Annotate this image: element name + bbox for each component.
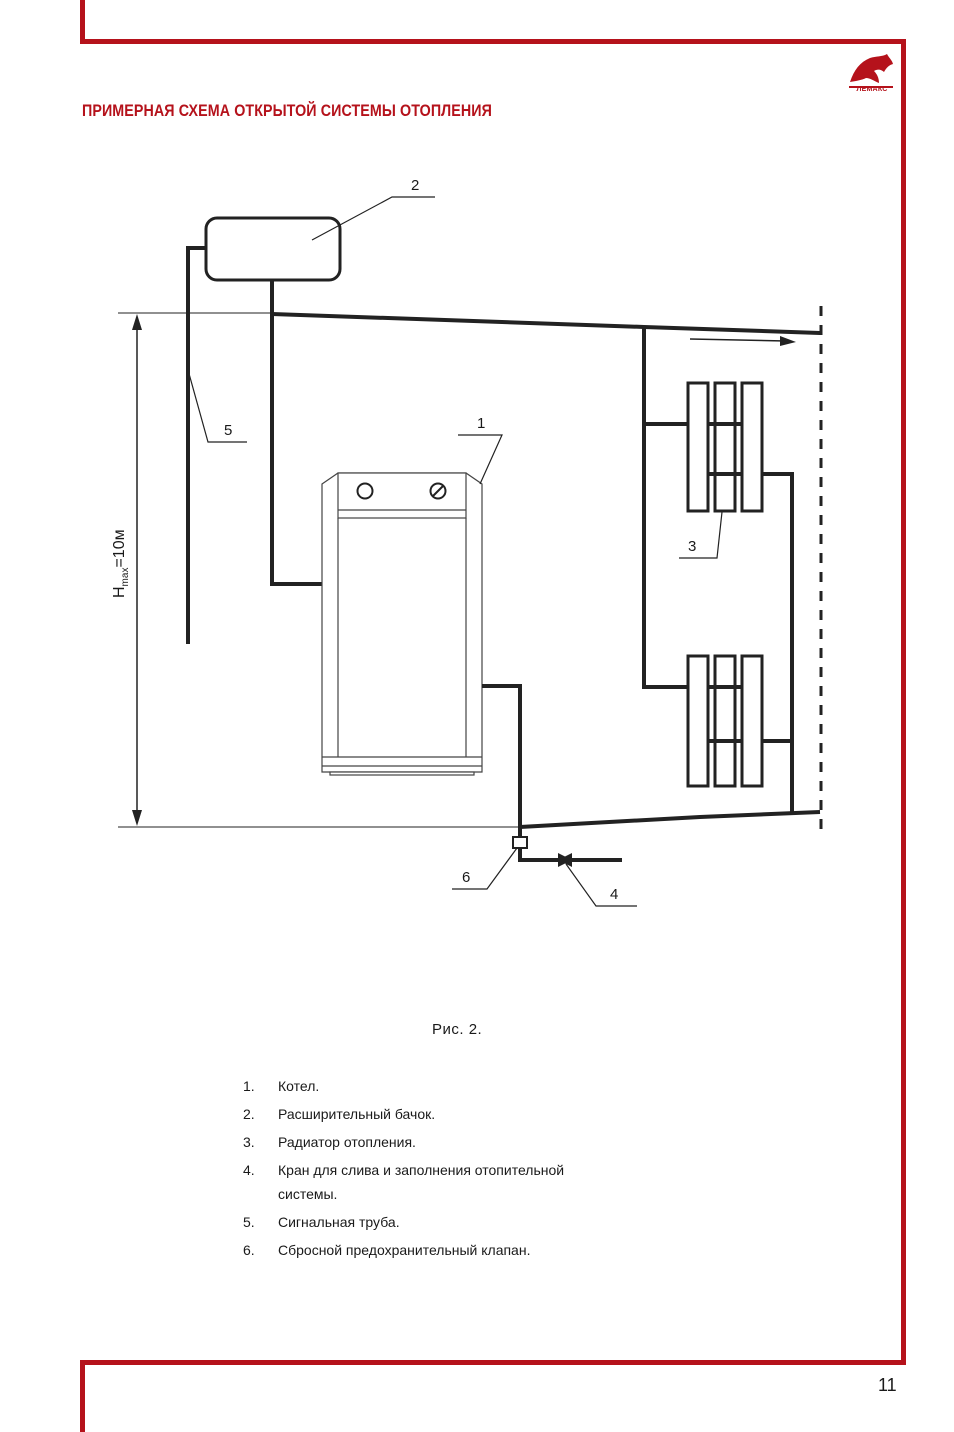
height-label-h: H xyxy=(111,586,128,598)
list-item-text: Котел. xyxy=(278,1078,320,1094)
list-item-text: Расширительный бачок. xyxy=(278,1106,436,1122)
callout-leader-1 xyxy=(458,434,503,485)
list-item-number: 3. xyxy=(243,1134,255,1150)
frame-top-horizontal xyxy=(80,39,906,44)
callout-label-3: 3 xyxy=(688,538,696,555)
boiler-gauge-left xyxy=(356,482,374,500)
svg-text:Hmax=10м: Hmax=10м xyxy=(111,529,131,598)
lemax-logo-icon xyxy=(849,54,893,88)
boiler xyxy=(321,472,483,776)
return-riser xyxy=(762,472,794,812)
signal-pipe xyxy=(186,246,206,644)
callout-leader-2 xyxy=(311,196,435,241)
page-title: ПРИМЕРНАЯ СХЕМА ОТКРЫТОЙ СИСТЕМЫ ОТОПЛЕН… xyxy=(82,101,492,120)
list-item-text: Сбросной предохранительный клапан. xyxy=(278,1242,531,1258)
callout-leader-6 xyxy=(452,847,518,890)
expansion-tank xyxy=(204,216,342,282)
callout-label-6: 6 xyxy=(462,869,470,886)
list-item: 3. Радиатор отопления. xyxy=(240,1130,660,1154)
callout-leader-4 xyxy=(565,863,637,907)
height-arrow-top xyxy=(132,314,142,330)
drain-pipe xyxy=(518,848,622,862)
height-label-sub: max xyxy=(120,568,131,587)
boiler-return-pipe xyxy=(482,684,522,840)
legend-list: 1. Котел. 2. Расширительный бачок. 3. Радиа… xyxy=(240,1074,660,1266)
list-item: 2. Расширительный бачок. xyxy=(240,1102,660,1126)
list-item-number: 2. xyxy=(243,1106,255,1122)
logo-text: ЛЕМАКС xyxy=(856,86,888,93)
list-item-number: 4. xyxy=(243,1162,255,1178)
page-number: 11 xyxy=(878,1375,897,1395)
callout-label-2: 2 xyxy=(411,177,419,194)
figure-caption: Рис. 2. xyxy=(432,1021,483,1038)
list-item-text: Сигнальная труба. xyxy=(278,1214,400,1230)
height-label: Hmax=10м xyxy=(111,529,131,598)
height-label-value: =10м xyxy=(111,529,128,567)
list-item-number: 5. xyxy=(243,1214,255,1230)
list-item-number: 6. xyxy=(243,1242,255,1258)
main-return-pipe xyxy=(519,810,821,829)
list-item: 4. Кран для слива и заполнения отопительн… xyxy=(240,1158,568,1206)
flow-arrow-head xyxy=(780,336,796,346)
callout-leader-5 xyxy=(187,369,247,443)
callout-label-4: 4 xyxy=(610,886,618,903)
list-item: 1. Котел. xyxy=(240,1074,660,1098)
frame-top-left-vertical xyxy=(80,0,85,44)
frame-bottom-horizontal xyxy=(80,1360,906,1365)
height-arrow-bottom xyxy=(132,810,142,826)
list-item-text: Кран для слива и заполнения отопительной… xyxy=(278,1162,565,1202)
safety-valve xyxy=(512,836,528,849)
main-supply-pipe xyxy=(271,312,821,335)
heating-scheme-diagram: 1 2 3 4 5 6 Hmax=10м xyxy=(111,177,823,907)
radiator-upper xyxy=(686,381,764,513)
list-item-text: Радиатор отопления. xyxy=(278,1134,416,1150)
frame-bottom-left-vertical xyxy=(80,1360,85,1432)
radiator-lower xyxy=(686,654,764,788)
tank-to-boiler-pipe xyxy=(270,280,322,586)
riser-supply xyxy=(642,327,688,689)
flow-arrow-line xyxy=(689,338,787,342)
list-item: 5. Сигнальная труба. xyxy=(240,1210,660,1234)
list-item: 6. Сбросной предохранительный клапан. xyxy=(240,1238,660,1262)
callout-label-5: 5 xyxy=(224,422,232,439)
frame-right-vertical xyxy=(901,39,906,1365)
callout-leader-3 xyxy=(679,511,723,559)
callout-label-1: 1 xyxy=(477,415,485,432)
list-item-number: 1. xyxy=(243,1078,255,1094)
